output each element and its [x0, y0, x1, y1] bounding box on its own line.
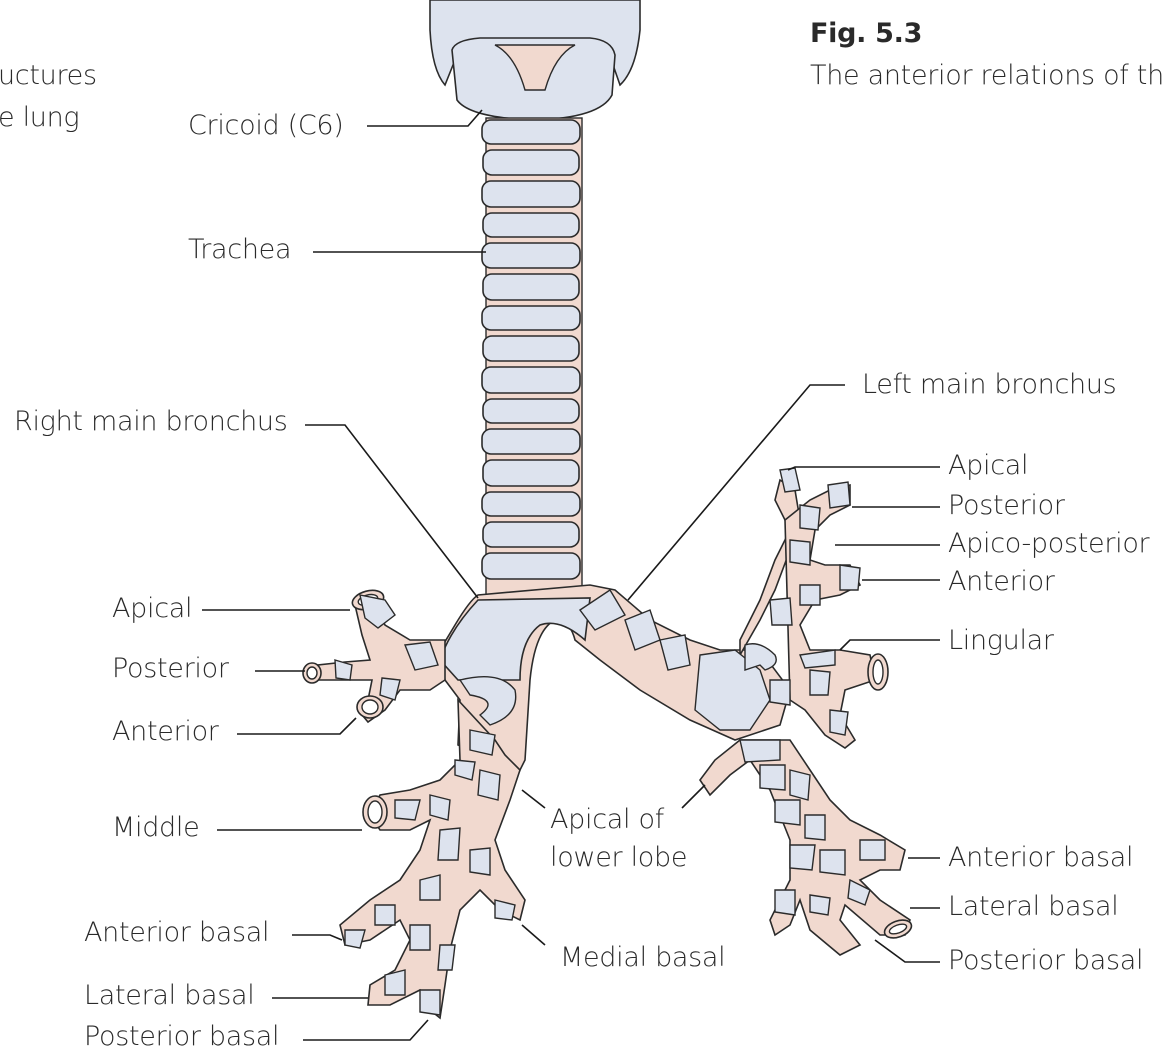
tracheal-ring	[482, 398, 580, 424]
tracheal-ring	[482, 212, 580, 238]
tracheal-ring	[482, 459, 580, 487]
figure-caption: The anterior relations of th	[810, 60, 1164, 91]
label-left-apical: Apical	[948, 450, 1029, 481]
label-left-posterior: Posterior	[948, 490, 1065, 521]
label-right-apical: Apical	[112, 593, 193, 624]
label-apical-of-lower-lobe-2: lower lobe	[550, 842, 688, 873]
label-right-main-bronchus: Right main bronchus	[14, 406, 288, 437]
label-medial-basal: Medial basal	[560, 942, 726, 973]
tracheal-ring	[481, 305, 581, 331]
tracheal-ring	[481, 180, 581, 208]
label-right-middle: Middle	[112, 812, 200, 843]
right-bronchial-tree	[302, 589, 526, 1020]
cricoid-cartilage	[451, 37, 616, 121]
label-left-lateral-basal: Lateral basal	[948, 891, 1119, 922]
tracheal-ring	[481, 119, 581, 145]
label-right-lateral-basal: Lateral basal	[84, 980, 255, 1011]
tracheal-ring	[481, 242, 581, 269]
label-left-apico-posterior: Apico-posterior	[948, 528, 1150, 559]
tracheal-ring	[481, 428, 581, 455]
label-left-lingular: Lingular	[948, 625, 1054, 656]
label-left-posterior-basal: Posterior basal	[948, 945, 1144, 976]
label-left-main-bronchus: Left main bronchus	[862, 369, 1117, 400]
label-left-anterior-basal: Anterior basal	[948, 842, 1134, 873]
tracheal-ring	[482, 335, 580, 362]
side-caption-line2: e lung	[0, 102, 80, 133]
tracheal-ring	[482, 149, 580, 176]
label-cricoid: Cricoid (C6)	[188, 110, 344, 141]
leader-lines	[202, 109, 940, 1041]
label-left-anterior: Anterior	[948, 566, 1055, 597]
tracheal-ring	[481, 491, 581, 517]
label-right-anterior-basal: Anterior basal	[84, 917, 270, 948]
trachea	[481, 117, 583, 599]
figure-number: Fig. 5.3	[810, 18, 923, 49]
tracheal-ring	[481, 552, 581, 580]
left-bronchial-tree	[578, 467, 913, 956]
carina	[439, 584, 791, 782]
side-caption-line1: uctures	[0, 60, 97, 91]
label-apical-of-lower-lobe-1: Apical of	[550, 804, 664, 835]
tracheal-ring	[482, 273, 580, 301]
label-trachea: Trachea	[188, 234, 292, 265]
tracheal-ring	[482, 521, 580, 548]
label-right-posterior: Posterior	[112, 653, 229, 684]
label-right-anterior: Anterior	[112, 716, 219, 747]
label-right-posterior-basal: Posterior basal	[84, 1021, 280, 1052]
tracheal-ring	[481, 366, 581, 394]
